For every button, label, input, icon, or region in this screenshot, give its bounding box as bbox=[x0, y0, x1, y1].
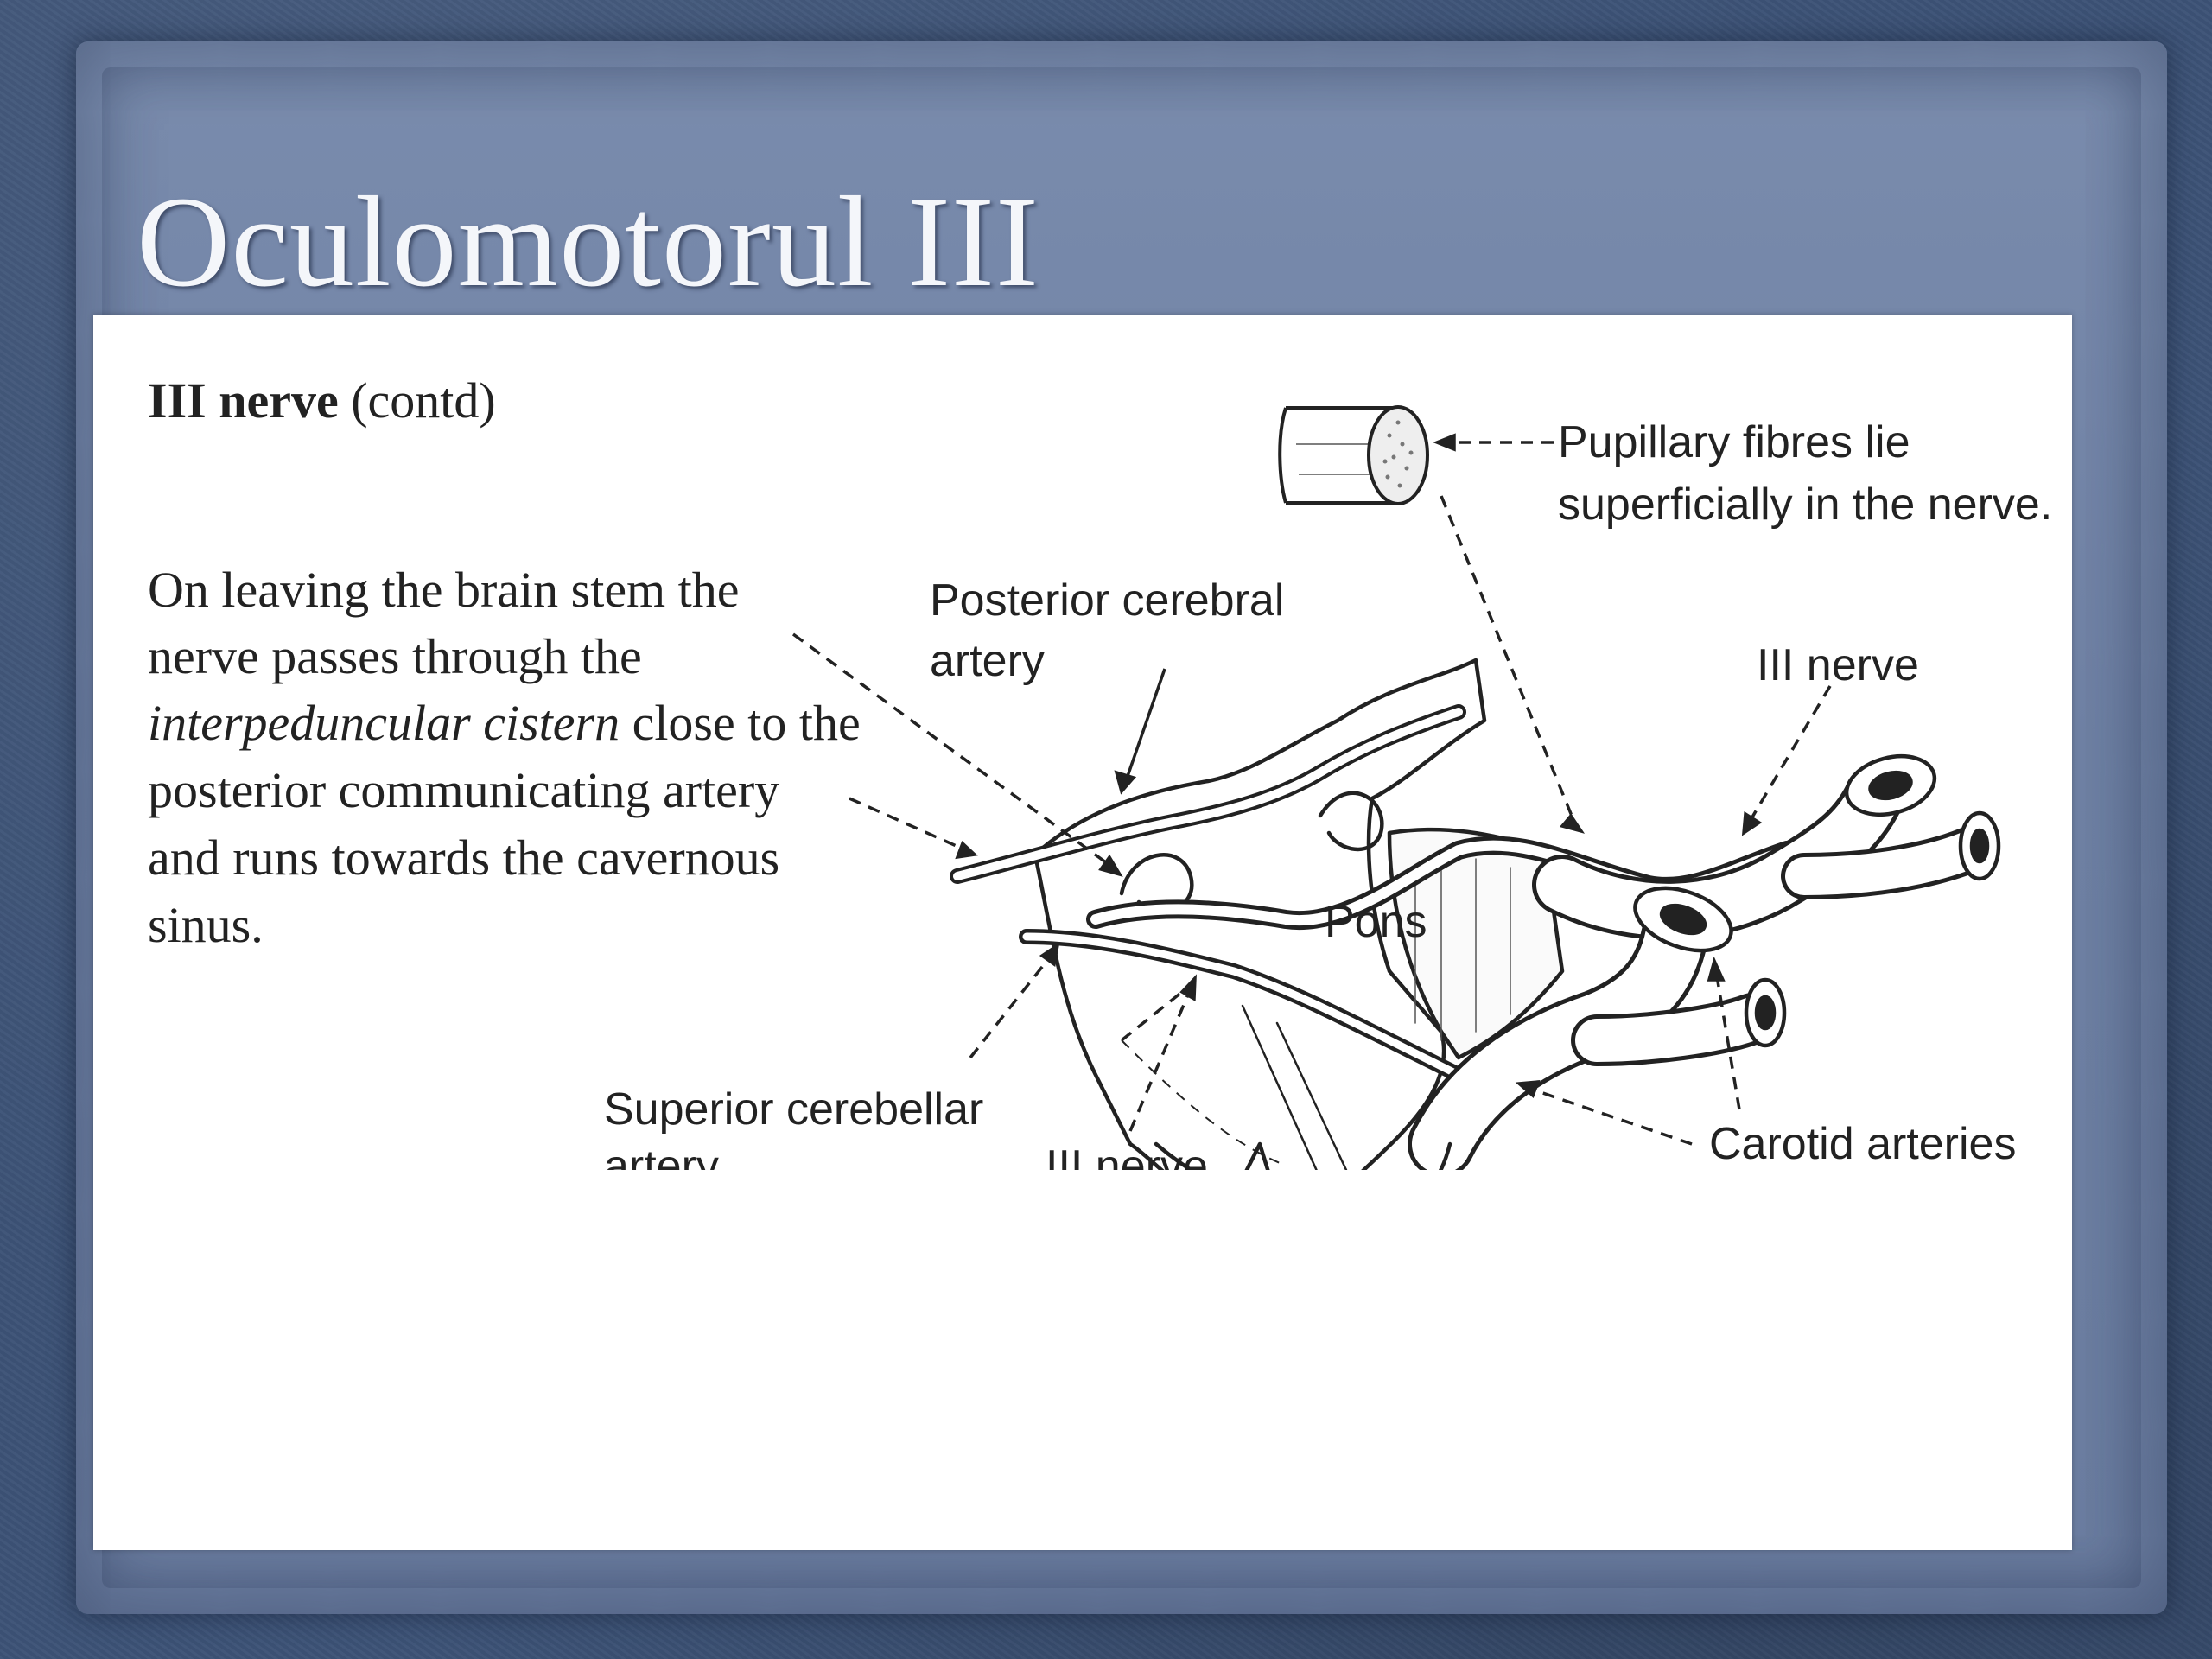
figure-panel: III nerve (contd) On leaving the brain s… bbox=[93, 315, 2072, 1550]
label-posterior-cerebral: Posterior cerebral bbox=[930, 575, 1284, 626]
slide-title: Oculomotorul III bbox=[137, 173, 1039, 311]
label-pupillary-fibres-cont: superficially in the nerve. bbox=[1558, 480, 2052, 530]
paragraph-line: On leaving the brain stem the bbox=[148, 562, 740, 618]
label-carotid-arteries: Carotid arteries bbox=[1709, 1119, 2016, 1169]
label-pons: Pons bbox=[1325, 897, 1427, 947]
label-iii-nerve-top: III nerve bbox=[1757, 640, 1919, 690]
label-superior-cerebellar: Superior cerebellar bbox=[604, 1084, 983, 1135]
paragraph-line: posterior communicating artery bbox=[148, 762, 779, 818]
nerve-cross-section bbox=[1280, 407, 1427, 504]
paragraph-line: interpeduncular cistern close to the bbox=[148, 695, 861, 751]
paragraph-line: and runs towards the cavernous bbox=[148, 830, 779, 886]
figure-heading: III nerve (contd) bbox=[148, 372, 496, 429]
figure-crop-mask bbox=[93, 1170, 2072, 1550]
paragraph-line: sinus. bbox=[148, 897, 264, 953]
label-posterior-cerebral-cont: artery bbox=[930, 636, 1045, 686]
description-paragraph: On leaving the brain stem the nerve pass… bbox=[148, 562, 861, 953]
label-pupillary-fibres: Pupillary fibres lie bbox=[1558, 417, 1910, 467]
anatomy-diagram: III nerve (contd) On leaving the brain s… bbox=[93, 315, 2072, 1550]
paragraph-line: nerve passes through the bbox=[148, 628, 642, 684]
